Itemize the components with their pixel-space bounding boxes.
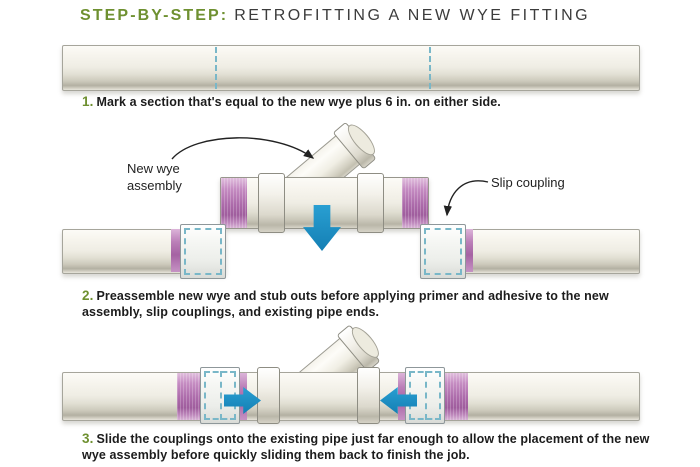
primer-band xyxy=(402,178,428,228)
step-3-text: Slide the couplings onto the existing pi… xyxy=(82,432,650,463)
primer-band xyxy=(177,373,202,420)
slip-coupling-right xyxy=(420,224,466,279)
leader-arrow-icon xyxy=(171,137,315,160)
coupling-dash-outline xyxy=(184,228,222,275)
wye-hub-ring xyxy=(257,367,280,424)
step-1-number: 1. xyxy=(82,94,94,109)
primer-band xyxy=(444,373,468,420)
step-2-number: 2. xyxy=(82,288,94,303)
slip-coupling-label: Slip coupling xyxy=(491,175,565,190)
step-3-number: 3. xyxy=(82,431,94,446)
step-2-caption: 2.Preassemble new wye and stub outs befo… xyxy=(82,287,647,320)
coupling-dash-outline xyxy=(424,228,462,275)
existing-pipe xyxy=(62,45,640,91)
step-2-text: Preassemble new wye and stub outs before… xyxy=(82,289,609,320)
step-3-caption: 3.Slide the couplings onto the existing … xyxy=(82,430,662,463)
step-1-text: Mark a section that's equal to the new w… xyxy=(96,95,501,109)
coupling-dash-centerline xyxy=(425,371,427,420)
wye-assembly-body xyxy=(220,173,429,233)
step-1-caption: 1.Mark a section that's equal to the new… xyxy=(82,93,652,110)
slip-coupling-left xyxy=(180,224,226,279)
page-title-prefix: STEP-BY-STEP: xyxy=(80,7,229,24)
assembled-pipe xyxy=(62,372,640,421)
wye-hub-ring xyxy=(357,173,384,233)
wye-hub-ring xyxy=(357,367,380,424)
page-title: STEP-BY-STEP: RETROFITTING A NEW WYE FITT… xyxy=(80,7,590,25)
leader-arrow-icon xyxy=(443,180,489,217)
page-title-text: RETROFITTING A NEW WYE FITTING xyxy=(234,7,591,24)
coupling-dash-centerline xyxy=(220,371,222,420)
wye-hub-ring xyxy=(258,173,285,233)
cut-mark-icon xyxy=(215,47,217,89)
primer-band xyxy=(463,229,473,272)
cut-mark-icon xyxy=(429,47,431,89)
new-wye-assembly-label: New wye assembly xyxy=(127,161,182,193)
slip-coupling-right xyxy=(405,367,445,424)
primer-band xyxy=(171,229,181,272)
primer-band xyxy=(221,178,247,228)
